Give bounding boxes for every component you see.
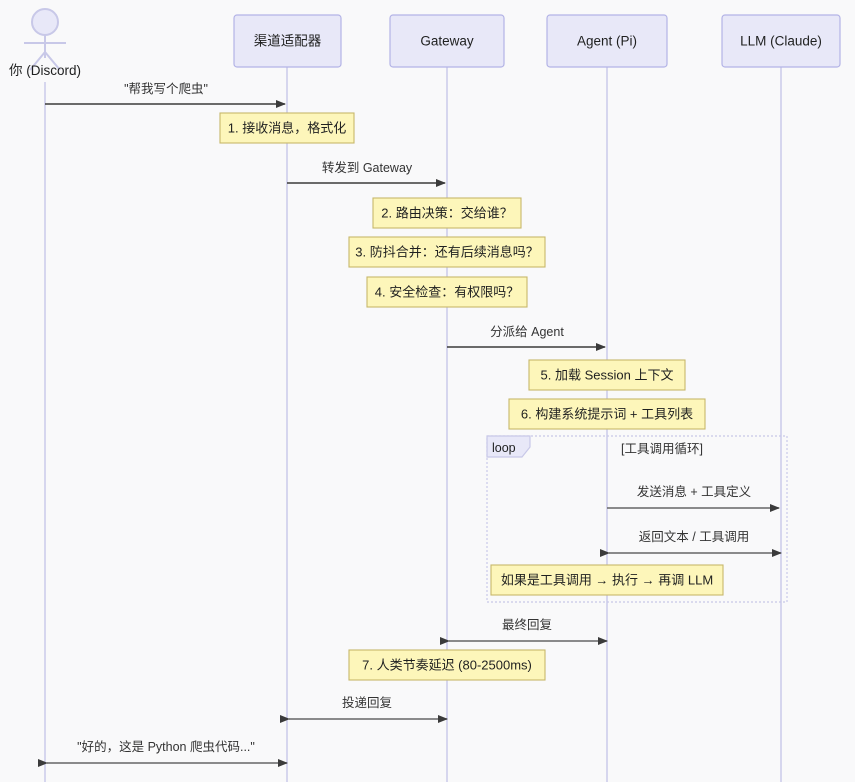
participant-box-gateway[interactable] xyxy=(389,14,505,68)
message-m5: 返回文本 / 工具调用 xyxy=(600,529,782,557)
message-m4: 发送消息 + 工具定义 xyxy=(607,484,780,512)
message-label-m5: 返回文本 / 工具调用 xyxy=(639,529,749,544)
note-n1: 1. 接收消息，格式化 xyxy=(219,112,355,144)
message-label-m3: 分派给 Agent xyxy=(490,325,564,339)
message-m1: "帮我写个爬虫" xyxy=(45,82,286,108)
actor-leg-left-icon xyxy=(29,51,46,71)
loop-condition-label: [工具调用循环] xyxy=(621,442,703,456)
note-box-n8 xyxy=(348,649,546,681)
message-label-m4: 发送消息 + 工具定义 xyxy=(637,484,752,499)
note-box-n7 xyxy=(490,564,724,596)
note-box-n2 xyxy=(372,197,522,229)
message-m6: 最终回复 xyxy=(440,617,608,645)
note-label-n7: 如果是工具调用 → 执行 → 再调 LLM xyxy=(501,572,713,587)
participant-box-llm[interactable] xyxy=(721,14,841,68)
note-label-n8: 7. 人类节奏延迟 (80-2500ms) xyxy=(362,657,532,672)
note-n4: 4. 安全检查：有权限吗？ xyxy=(366,276,528,308)
note-n5: 5. 加载 Session 上下文 xyxy=(528,359,686,391)
loop-frame xyxy=(486,435,788,603)
participant-box-adapter[interactable] xyxy=(233,14,342,68)
note-n3: 3. 防抖合并：还有后续消息吗？ xyxy=(348,236,546,268)
message-label-m1: "帮我写个爬虫" xyxy=(124,82,208,96)
message-label-m7: 投递回复 xyxy=(342,695,393,710)
actor-leg-right-icon xyxy=(44,51,61,71)
participant-label-agent: Agent (Pi) xyxy=(577,34,637,49)
note-n7: 如果是工具调用 → 执行 → 再调 LLM xyxy=(490,564,724,596)
participant-actor[interactable]: 你 (Discord) xyxy=(9,8,81,78)
participant-llm[interactable]: LLM (Claude) xyxy=(721,14,841,68)
message-label-m6: 最终回复 xyxy=(502,617,553,632)
participant-label-llm: LLM (Claude) xyxy=(740,34,822,49)
note-n6: 6. 构建系统提示词 + 工具列表 xyxy=(508,398,706,430)
note-label-n4: 4. 安全检查：有权限吗？ xyxy=(375,284,519,299)
note-box-n6 xyxy=(508,398,706,430)
participant-gateway[interactable]: Gateway xyxy=(389,14,505,68)
actor-head-icon xyxy=(31,8,59,36)
note-label-n6: 6. 构建系统提示词 + 工具列表 xyxy=(521,406,693,421)
message-label-m2: 转发到 Gateway xyxy=(322,160,413,175)
loop-tab-label: loop xyxy=(492,441,516,455)
note-label-n2: 2. 路由决策：交给谁？ xyxy=(381,205,512,220)
note-label-n1: 1. 接收消息，格式化 xyxy=(228,120,346,135)
lifelines-group xyxy=(44,67,782,782)
note-label-n3: 3. 防抖合并：还有后续消息吗？ xyxy=(355,244,538,259)
message-label-m8: "好的，这是 Python 爬虫代码..." xyxy=(77,739,255,754)
participant-label-adapter: 渠道适配器 xyxy=(254,34,322,49)
message-m7: 投递回复 xyxy=(280,695,448,723)
note-box-n3 xyxy=(348,236,546,268)
participant-agent[interactable]: Agent (Pi) xyxy=(546,14,668,68)
loop-tab-shape xyxy=(486,435,531,458)
note-n8: 7. 人类节奏延迟 (80-2500ms) xyxy=(348,649,546,681)
fragment-loop-tool-call: loop [工具调用循环] xyxy=(486,435,788,603)
note-label-n5: 5. 加载 Session 上下文 xyxy=(541,367,674,382)
note-n2: 2. 路由决策：交给谁？ xyxy=(372,197,522,229)
participant-label-actor: 你 (Discord) xyxy=(9,63,81,78)
message-m3: 分派给 Agent xyxy=(447,325,606,351)
participant-box-agent[interactable] xyxy=(546,14,668,68)
note-box-n4 xyxy=(366,276,528,308)
note-box-n5 xyxy=(528,359,686,391)
message-m8: "好的，这是 Python 爬虫代码..." xyxy=(38,739,288,767)
note-box-n1 xyxy=(219,112,355,144)
message-m2: 转发到 Gateway xyxy=(287,160,446,187)
participant-label-gateway: Gateway xyxy=(420,34,474,49)
participant-adapter[interactable]: 渠道适配器 xyxy=(233,14,342,68)
